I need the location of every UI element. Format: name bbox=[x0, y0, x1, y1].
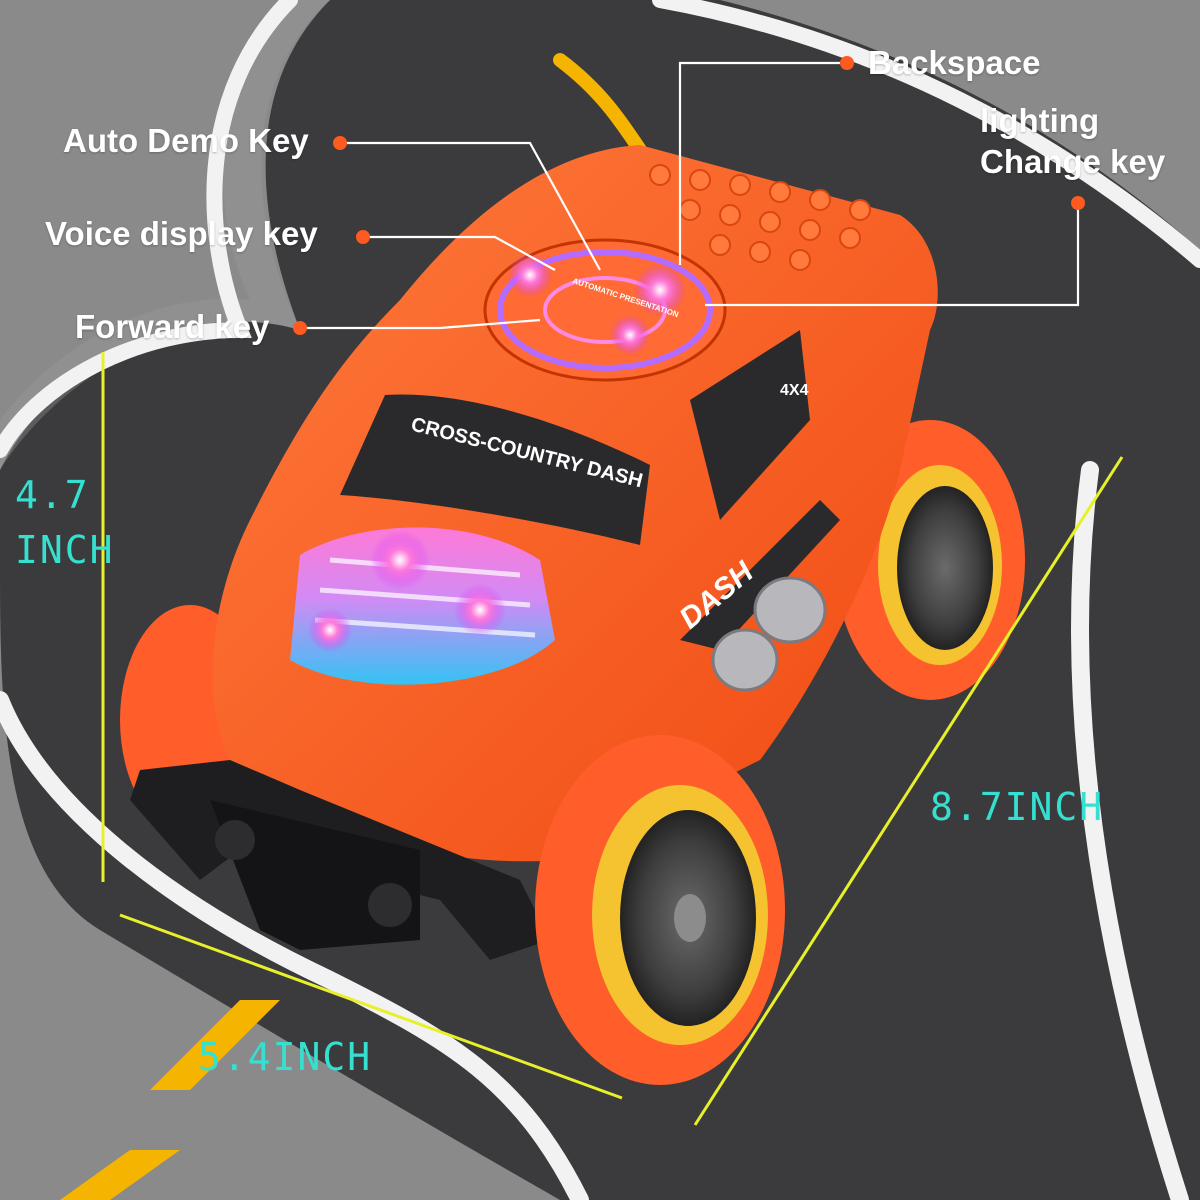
callout-dot-voice bbox=[356, 230, 370, 244]
front-bumper bbox=[130, 760, 550, 960]
dimension-lines bbox=[101, 352, 1124, 1126]
chrome-pipes bbox=[711, 576, 827, 692]
callout-dot-forward bbox=[293, 321, 307, 335]
width-line bbox=[119, 913, 623, 1100]
glowing-engine bbox=[290, 527, 555, 685]
callout-dot-backspace bbox=[840, 56, 854, 70]
callout-dot-lighting bbox=[1071, 196, 1085, 210]
length-line bbox=[693, 456, 1124, 1126]
side-window bbox=[690, 330, 810, 520]
control-button-panel: AUTOMATIC PRESENTATION bbox=[483, 238, 727, 382]
front-right-wheel bbox=[535, 735, 785, 1085]
voice-display-label: Voice display key bbox=[45, 215, 318, 252]
yellow-dashes bbox=[60, 1000, 280, 1200]
lighting-label: lighting Change key bbox=[980, 100, 1165, 183]
callout-leaders bbox=[300, 61, 1080, 330]
callout-dot-auto-demo bbox=[333, 136, 347, 150]
lighting-label-line2: Change key bbox=[980, 143, 1166, 181]
windshield bbox=[340, 394, 650, 545]
backspace-label: Backspace bbox=[868, 44, 1041, 81]
height-unit: INCH bbox=[15, 528, 115, 573]
toy-car: CROSS-COUNTRY DASH 4X4 DASH AUTOMATIC PR… bbox=[120, 145, 1025, 1085]
length-dimension-label: 8.7INCH bbox=[930, 785, 1105, 829]
auto-demo-label: Auto Demo Key bbox=[63, 122, 309, 159]
forward-label: Forward key bbox=[75, 308, 270, 345]
height-dimension-label: 4.7 INCH bbox=[15, 468, 115, 578]
width-dimension-label: 5.4INCH bbox=[198, 1035, 373, 1079]
door-badge: 4X4 bbox=[780, 382, 809, 399]
height-value: 4.7 bbox=[15, 473, 90, 517]
lighting-label-line1: lighting bbox=[980, 102, 1100, 139]
roof-studs bbox=[649, 164, 871, 271]
